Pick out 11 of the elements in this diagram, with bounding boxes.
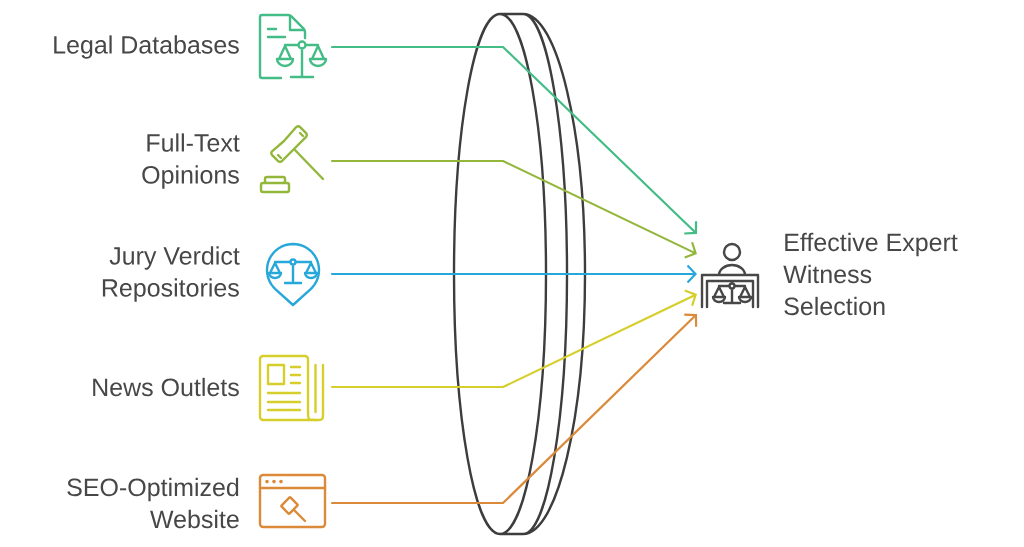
source-label: Legal Databases [54, 35, 239, 59]
arrow [330, 159, 697, 259]
source-label: Jury Verdict Repositories [102, 246, 240, 302]
source-label: SEO-Optimized Website [67, 477, 239, 529]
arrow [330, 45, 698, 235]
arrow [330, 313, 698, 505]
arrow [330, 264, 697, 284]
arrow [330, 289, 697, 389]
source-label: News Outlets [93, 377, 239, 397]
goal-label: Effective Expert Witness Selection [783, 232, 958, 316]
source-label: Full-Text Opinions [142, 133, 240, 189]
